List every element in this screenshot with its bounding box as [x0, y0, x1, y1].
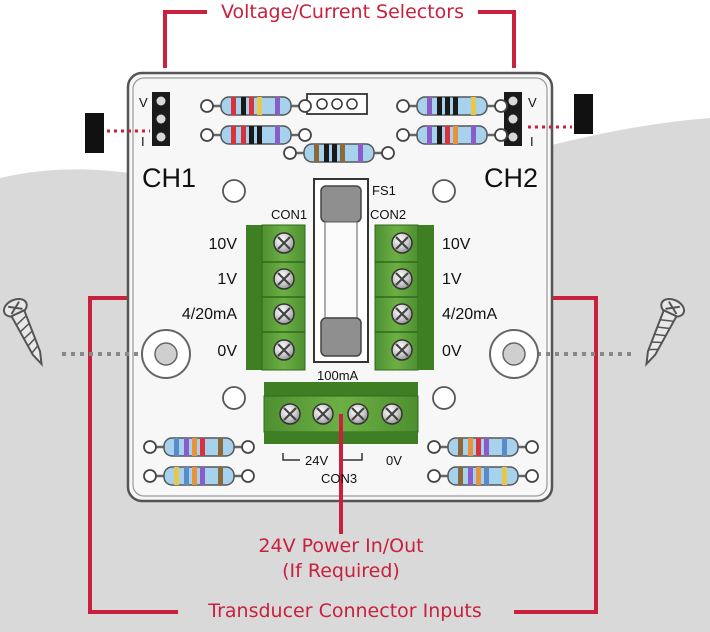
- range-left-420ma: 4/20mA: [182, 306, 237, 323]
- mounting-hole-right: [489, 329, 539, 379]
- con3-0v-label: 0V: [386, 453, 402, 468]
- con3-pin-bracket: [282, 453, 363, 461]
- fuse-fs1: [313, 178, 369, 363]
- resistor: [283, 143, 395, 163]
- range-right-1v: 1V: [442, 271, 462, 288]
- terminal-screws: [273, 232, 413, 425]
- terminal-screw-icon: [391, 303, 413, 325]
- terminal-screw-icon: [273, 268, 295, 290]
- ch2-label: CH2: [484, 163, 538, 193]
- header-3pin: [306, 93, 368, 115]
- range-left-0v: 0V: [217, 343, 237, 360]
- resistor: [200, 125, 312, 145]
- con3-label: CON3: [321, 471, 357, 486]
- resistor: [143, 466, 255, 486]
- mounting-screw-right-icon: [645, 297, 686, 367]
- power-callout-line1: 24V Power In/Out: [258, 535, 424, 557]
- terminal-screw-icon: [391, 232, 413, 254]
- resistor: [427, 466, 539, 486]
- resistor: [143, 437, 255, 457]
- range-left-10v: 10V: [209, 236, 238, 253]
- resistor: [396, 125, 508, 145]
- con1-label: CON1: [271, 207, 307, 222]
- jumper-ch2-i-label: I: [530, 134, 534, 149]
- board-holes: [222, 179, 456, 410]
- resistor: [200, 96, 312, 116]
- inputs-callout: Transducer Connector Inputs: [208, 600, 482, 622]
- jumper-ch2-v-label: V: [528, 95, 537, 110]
- resistors: [143, 96, 539, 486]
- con3-24v-label: 24V: [305, 453, 328, 468]
- terminal-screw-icon: [391, 268, 413, 290]
- range-right-420ma: 4/20mA: [442, 306, 497, 323]
- selectors-bracket: [163, 10, 516, 68]
- terminal-screw-icon: [312, 403, 334, 425]
- terminal-screw-icon: [279, 403, 301, 425]
- fuse-label: FS1: [372, 183, 396, 198]
- ch1-label: CH1: [142, 163, 196, 193]
- terminal-screw-icon: [273, 232, 295, 254]
- range-right-10v: 10V: [442, 236, 471, 253]
- mounting-hole-left: [141, 329, 191, 379]
- selectors-callout: Voltage/Current Selectors: [220, 1, 465, 23]
- jumper-cap-left-icon: [85, 113, 104, 153]
- resistor: [396, 96, 508, 116]
- range-left-1v: 1V: [217, 271, 237, 288]
- range-right-0v: 0V: [442, 343, 462, 360]
- terminal-screw-icon: [347, 403, 369, 425]
- jumper-ch2[interactable]: [504, 92, 522, 146]
- terminal-screw-icon: [391, 339, 413, 361]
- jumper-cap-right-icon: [574, 94, 593, 134]
- jumper-ch1-v-label: V: [139, 95, 148, 110]
- resistor: [427, 437, 539, 457]
- jumper-ch1[interactable]: [152, 92, 170, 146]
- terminal-screw-icon: [273, 339, 295, 361]
- terminal-screw-icon: [273, 303, 295, 325]
- power-callout-line2: (If Required): [282, 560, 400, 582]
- jumper-ch1-i-label: I: [141, 134, 145, 149]
- terminal-screw-icon: [381, 403, 403, 425]
- mounting-screw-left-icon: [2, 297, 43, 367]
- con2-label: CON2: [370, 207, 406, 222]
- fuse-rating-label: 100mA: [317, 368, 359, 383]
